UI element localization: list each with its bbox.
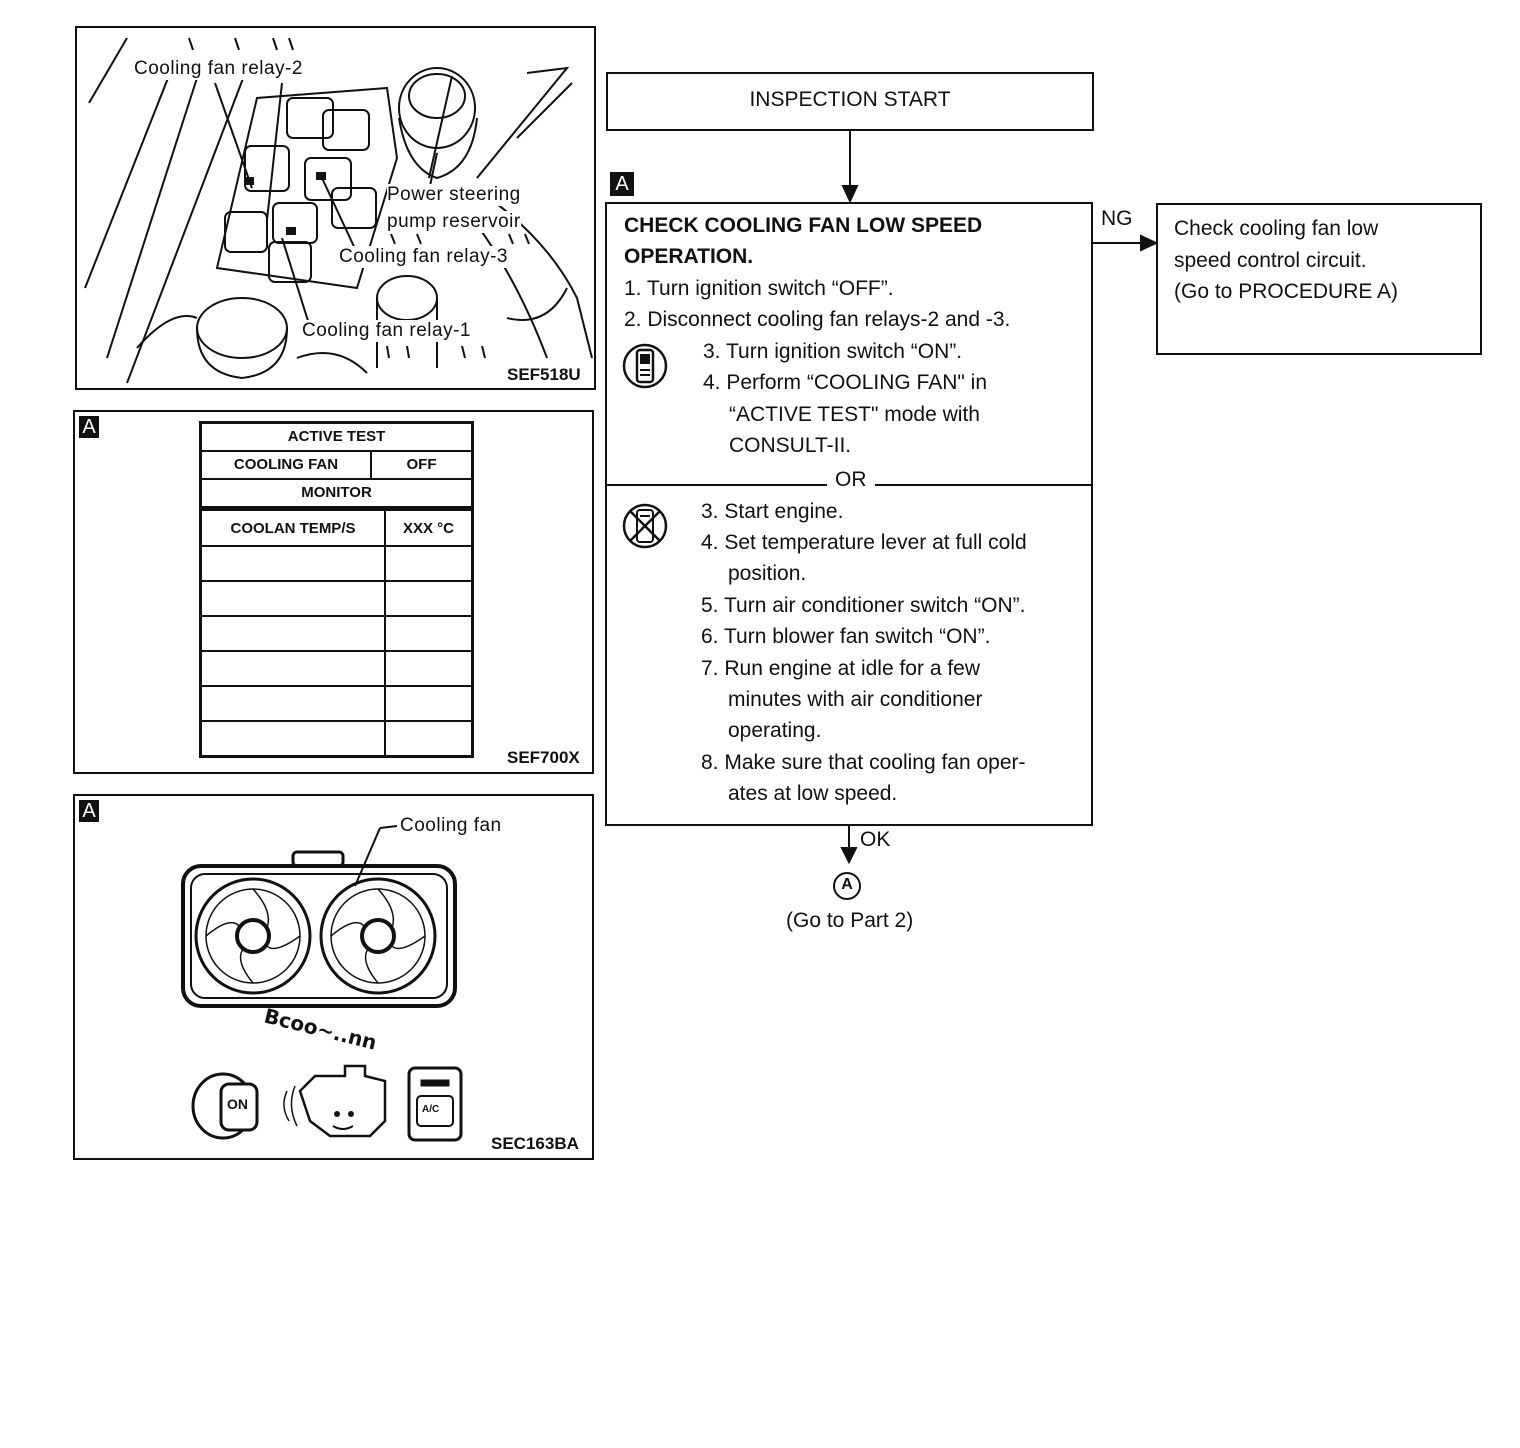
monitor-empty-cell: [199, 720, 386, 757]
monitor-empty-cell: [199, 650, 386, 687]
inspection-start-label: INSPECTION START: [749, 88, 951, 111]
label-power-steering-line1: Power steering: [387, 184, 521, 206]
ng-result-line: Check cooling fan low: [1174, 217, 1379, 240]
label-cooling-fan-relay-3: Cooling fan relay-3: [339, 246, 508, 268]
monitor-heading: MONITOR: [199, 477, 474, 508]
monitor-sensor-label: COOLAN TEMP/S: [199, 509, 386, 547]
procedure-tag: A: [79, 800, 99, 822]
check-title-line1: CHECK COOLING FAN LOW SPEED: [624, 214, 983, 237]
test-item-label: COOLING FAN: [199, 449, 372, 480]
active-test-title: ACTIVE TEST: [199, 421, 474, 452]
ng-result-line: (Go to PROCEDURE A): [1174, 280, 1399, 303]
monitor-empty-cell: [384, 615, 474, 652]
monitor-sensor-value: XXX °C: [384, 509, 474, 547]
connector-a-label: A: [841, 876, 853, 893]
step-text: 3. Start engine.: [701, 500, 844, 523]
ac-button-label: A/C: [422, 1104, 440, 1115]
or-label: OR: [827, 468, 875, 492]
monitor-empty-cell: [199, 580, 386, 617]
monitor-table: COOLAN TEMP/S XXX °C: [199, 509, 474, 758]
label-cooling-fan-relay-2: Cooling fan relay-2: [134, 58, 303, 80]
procedure-tag: A: [79, 416, 99, 438]
step-text: 6. Turn blower fan switch “ON”.: [701, 625, 991, 648]
test-item-value: OFF: [370, 449, 474, 480]
monitor-empty-cell: [384, 545, 474, 582]
step-text: 7. Run engine at idle for a few: [701, 657, 981, 680]
procedure-tag: A: [610, 172, 634, 196]
step-text: 3. Turn ignition switch “ON”.: [703, 340, 963, 363]
monitor-empty-cell: [384, 720, 474, 757]
figure-reference-code: SEF518U: [507, 365, 581, 384]
step-text: 4. Perform “COOLING FAN" in: [703, 371, 988, 394]
no-consult-tool-icon: [622, 503, 668, 549]
ok-label: OK: [860, 828, 891, 851]
monitor-empty-cell: [199, 615, 386, 652]
go-to-part-2: (Go to Part 2): [786, 909, 914, 932]
step-text: 5. Turn air conditioner switch “ON”.: [701, 594, 1026, 617]
ignition-switch-on-label: ON: [227, 1096, 248, 1112]
step-text: 1. Turn ignition switch “OFF”.: [624, 277, 894, 300]
figure-reference-code: SEC163BA: [491, 1134, 579, 1153]
cooling-fan-figure: A Cooling fan: [73, 794, 594, 1160]
check-box: CHECK COOLING FAN LOW SPEED OPERATION. 1…: [605, 202, 1093, 826]
step-text: minutes with air conditioner: [728, 688, 983, 711]
ng-result-line: speed control circuit.: [1174, 249, 1367, 272]
label-power-steering-line2: pump reservoir: [387, 211, 521, 233]
figure-reference-code: SEF700X: [507, 748, 580, 767]
check-title-line2: OPERATION.: [624, 245, 754, 268]
step-text: operating.: [728, 719, 822, 742]
step-text: 2. Disconnect cooling fan relays-2 and -…: [624, 308, 1011, 331]
label-cooling-fan-relay-1: Cooling fan relay-1: [302, 320, 471, 342]
step-text: CONSULT-II.: [729, 434, 852, 457]
step-text: position.: [728, 562, 807, 585]
inspection-start-box: INSPECTION START: [606, 72, 1094, 131]
monitor-empty-cell: [199, 545, 386, 582]
monitor-empty-cell: [384, 685, 474, 722]
consult-tool-icon: [622, 343, 668, 389]
monitor-empty-cell: [384, 580, 474, 617]
step-text: “ACTIVE TEST" mode with: [729, 403, 980, 426]
engine-bay-illustration: [84, 37, 593, 384]
cooling-fan-illustration: Bcoo~..nn: [181, 825, 463, 1142]
step-text: ates at low speed.: [728, 782, 898, 805]
label-cooling-fan: Cooling fan: [400, 815, 502, 836]
relay-location-figure: Cooling fan relay-2 Power steering pump …: [75, 26, 596, 390]
monitor-empty-cell: [384, 650, 474, 687]
step-text: 8. Make sure that cooling fan oper-: [701, 751, 1026, 774]
step-text: 4. Set temperature lever at full cold: [701, 531, 1027, 554]
active-test-figure: A ACTIVE TEST COOLING FAN OFF MONITOR CO…: [73, 410, 594, 774]
active-test-screen: ACTIVE TEST COOLING FAN OFF MONITOR: [199, 421, 474, 511]
monitor-empty-cell: [199, 685, 386, 722]
ng-label: NG: [1101, 207, 1133, 230]
ng-result-box: Check cooling fan low speed control circ…: [1156, 203, 1482, 355]
